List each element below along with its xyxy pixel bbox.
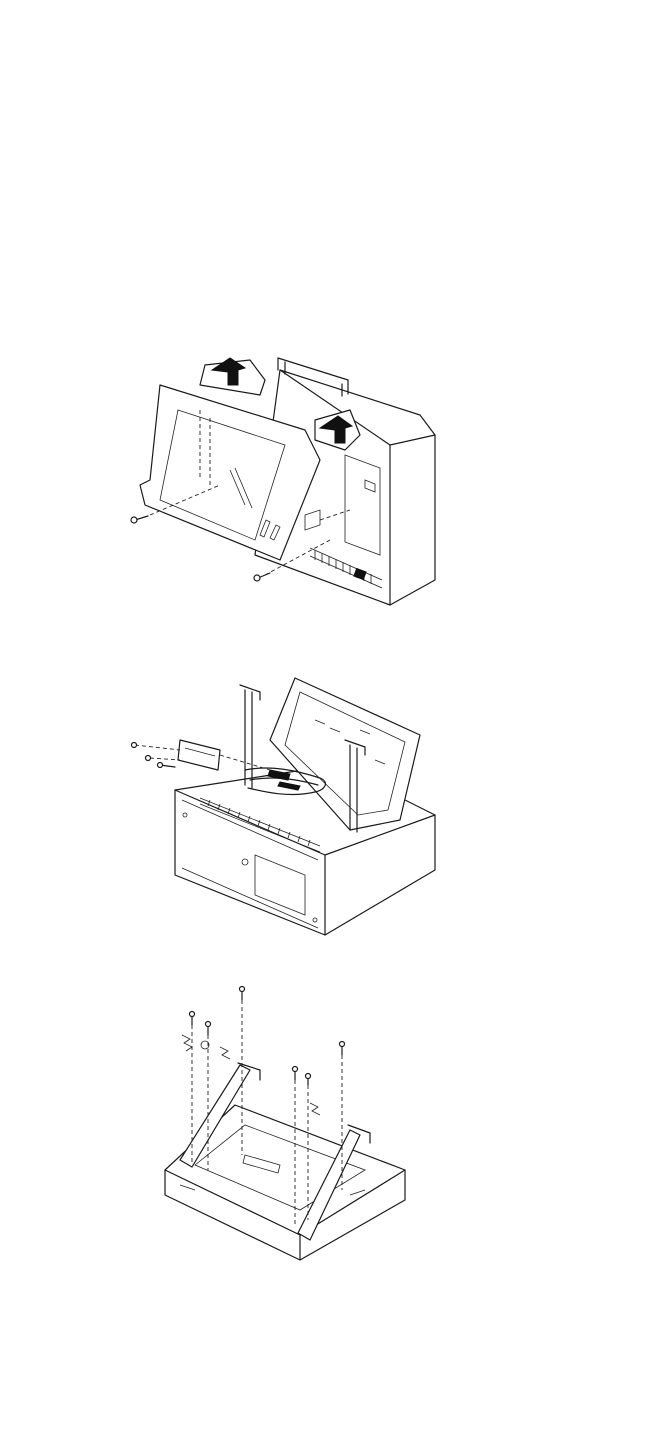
hinge-bracket-screws-illustration bbox=[150, 985, 430, 1270]
display-cable-disconnect-illustration bbox=[120, 670, 450, 945]
screen-hinge-cover-removal-illustration bbox=[120, 340, 450, 620]
